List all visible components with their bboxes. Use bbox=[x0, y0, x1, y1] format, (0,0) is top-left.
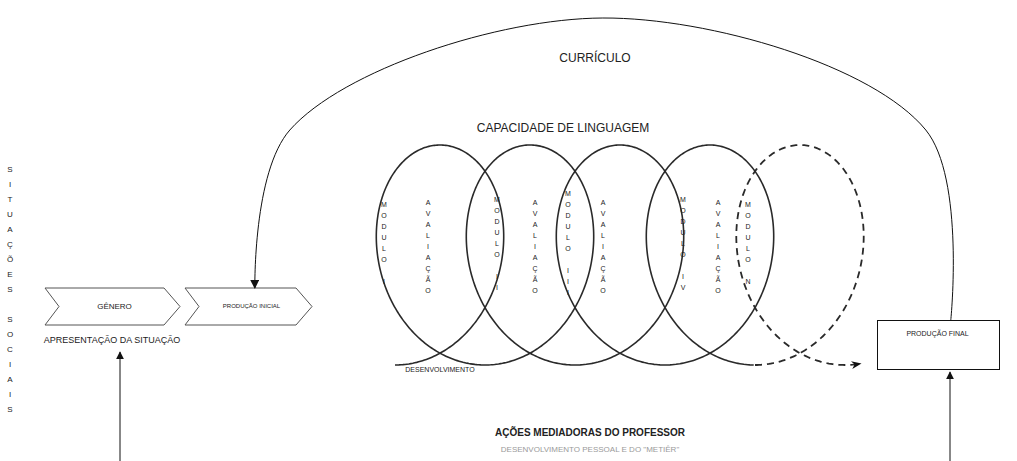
up-arrow bbox=[950, 372, 951, 461]
stage-label: AVALIAÇÃO bbox=[532, 199, 539, 298]
up-arrow bbox=[120, 352, 121, 461]
caption-label: APRESENTAÇÃO DA SITUAÇÃO bbox=[44, 335, 180, 345]
spiral bbox=[376, 145, 863, 365]
stage-label: AVALIAÇÃO bbox=[600, 199, 607, 298]
edge-label: CURRÍCULO bbox=[559, 51, 630, 65]
stage-label: MODULO III bbox=[565, 190, 572, 300]
heading-label: CAPACIDADE DE LINGUAGEM bbox=[477, 121, 649, 135]
chevron-shape bbox=[45, 288, 180, 325]
spiral-loop-dashed bbox=[736, 145, 863, 365]
curriculum-arc bbox=[255, 18, 953, 320]
chevron-step: GÊNERO bbox=[45, 288, 180, 325]
note-label: AÇÕES MEDIADORAS DO PROFESSOR bbox=[495, 427, 685, 438]
stage-label: AVALIAÇÃO bbox=[425, 199, 432, 298]
process-box: PRODUÇÃO FINAL bbox=[877, 320, 1000, 370]
stage-label: MODULO IV bbox=[680, 196, 687, 295]
spiral-loop bbox=[376, 145, 773, 365]
stage-label: AVALIAÇÃO bbox=[715, 199, 722, 298]
node-label: PRODUÇÃO FINAL bbox=[878, 321, 999, 369]
stage-label: MODULO I bbox=[381, 201, 388, 289]
note-label: DESENVOLVIMENTO PESSOAL E DO "METIÊR" bbox=[501, 445, 679, 454]
chevron-step: PRODUÇÃO INICIAL bbox=[185, 288, 312, 325]
stage-label: MODULO N bbox=[745, 201, 752, 289]
note-label: DESENVOLVIMENTO bbox=[405, 366, 474, 373]
chevron-shape bbox=[185, 288, 312, 325]
stage-label: MODULO II bbox=[494, 196, 501, 295]
node-label: GÊNERO bbox=[45, 288, 180, 325]
side-label: SITUAÇÕES SOCIAIS bbox=[6, 165, 15, 420]
node-label: PRODUÇÃO INICIAL bbox=[185, 288, 312, 325]
